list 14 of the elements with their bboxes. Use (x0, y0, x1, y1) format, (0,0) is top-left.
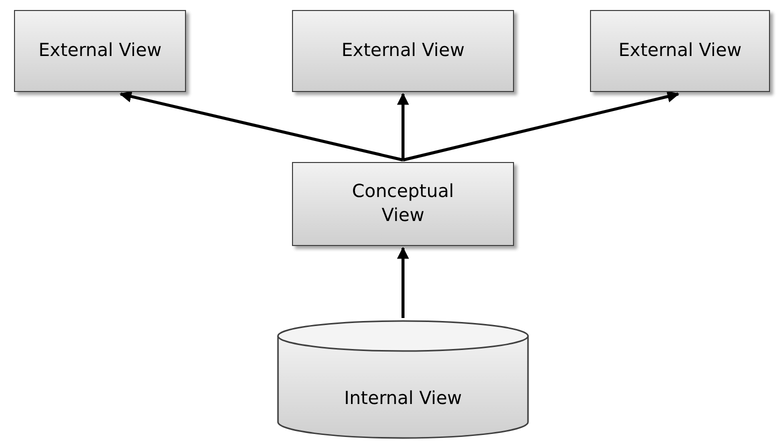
node-label: External View (618, 38, 742, 63)
node-label: Internal View (344, 386, 462, 411)
view-box (14, 10, 186, 92)
view-box (292, 10, 514, 92)
node-label: External View (341, 38, 465, 63)
database-cylinder (277, 320, 529, 438)
arrow (397, 92, 409, 160)
arrow (402, 90, 680, 162)
node-label: External View (38, 38, 162, 63)
view-box (590, 10, 770, 92)
view-box (292, 162, 514, 246)
arrow (119, 90, 404, 162)
arrow (397, 246, 409, 318)
node-label: Conceptual View (351, 180, 455, 228)
